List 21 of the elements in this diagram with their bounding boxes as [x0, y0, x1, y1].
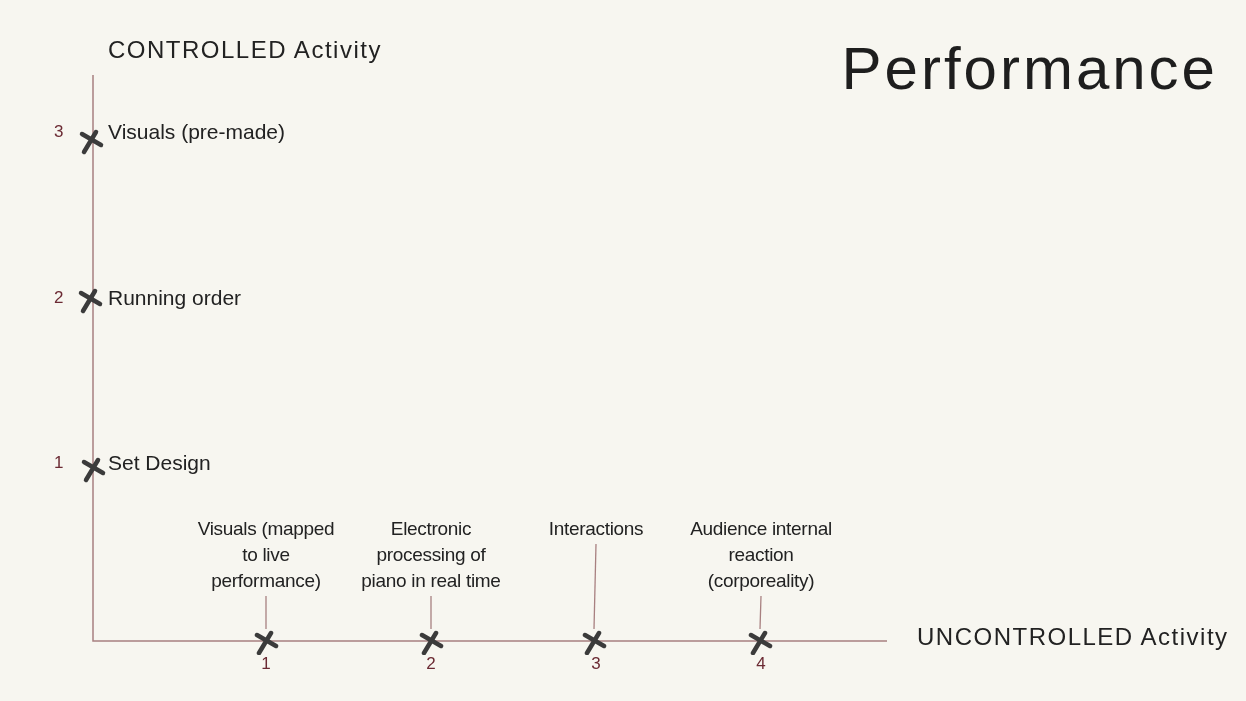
item-label: Audience internal reaction (corporeality) [673, 516, 849, 594]
item-label: Electronic processing of piano in real time [361, 516, 501, 594]
leader-line [593, 543, 597, 630]
leader-line [430, 595, 432, 630]
leader-line [759, 595, 762, 630]
item-label: Running order [108, 286, 242, 310]
axis-number: 2 [426, 654, 436, 674]
item-label: Visuals (pre-made) [108, 120, 285, 144]
item-label: Interactions [531, 516, 661, 542]
item-label: Visuals (mapped to live performance) [191, 516, 341, 594]
title: Performance [841, 34, 1218, 103]
axis-number: 2 [54, 288, 64, 308]
axis-title: CONTROLLED Activity [108, 36, 382, 64]
axis-title: UNCONTROLLED Activity [917, 623, 1229, 651]
axis-number: 4 [756, 654, 766, 674]
axis-number: 1 [261, 654, 271, 674]
leader-line [265, 595, 267, 630]
item-label: Set Design [108, 451, 211, 475]
axis-number: 3 [54, 122, 64, 142]
axis-number: 1 [54, 453, 64, 473]
axis-number: 3 [591, 654, 601, 674]
